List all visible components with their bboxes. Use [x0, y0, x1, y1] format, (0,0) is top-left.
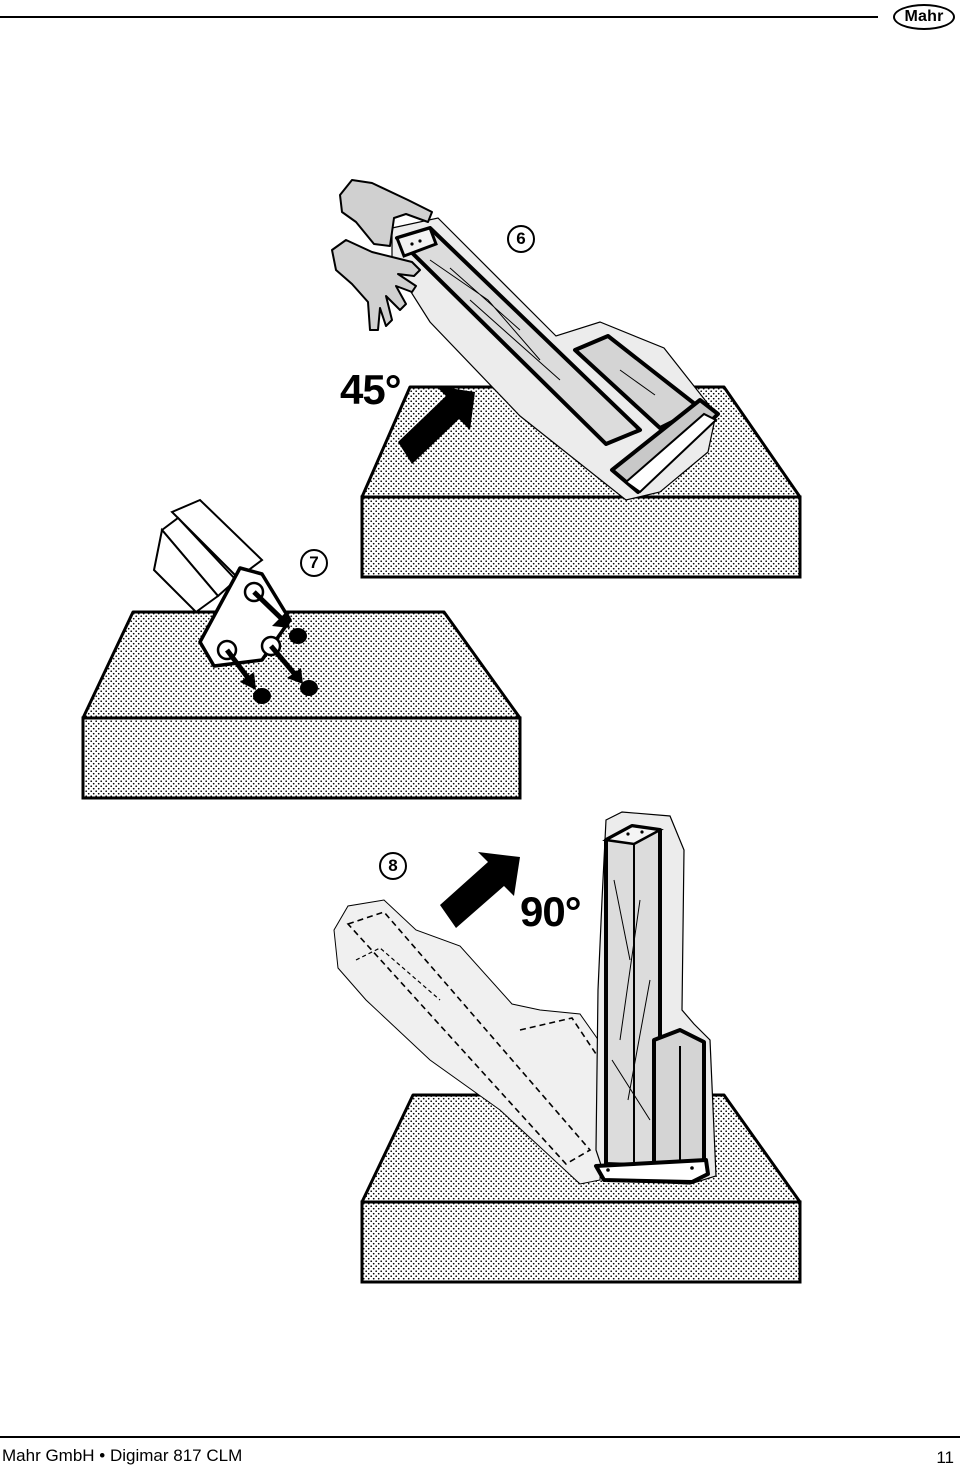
footer-rule: [0, 1436, 960, 1438]
step8-column: [594, 811, 717, 1185]
header-rule: [0, 16, 878, 18]
page-number: 11: [936, 1448, 954, 1467]
step7-surface-plate: [81, 610, 522, 800]
step6-hands: [331, 179, 433, 331]
step-6-badge: 6: [507, 225, 535, 253]
angle-45-label: 45°: [340, 366, 402, 413]
step6-column: [391, 217, 720, 501]
step7-base: [152, 498, 292, 668]
angle-90-label: 90°: [520, 888, 582, 935]
mahr-logo: Mahr: [893, 4, 955, 30]
step-7-badge: 7: [300, 549, 328, 577]
step-8-badge: 8: [379, 852, 407, 880]
footer-company-product: Mahr GmbH • Digimar 817 CLM: [2, 1446, 243, 1465]
step6-arrow: [398, 386, 475, 464]
step8-arrow: [440, 852, 520, 928]
step7-feet: [225, 590, 318, 704]
